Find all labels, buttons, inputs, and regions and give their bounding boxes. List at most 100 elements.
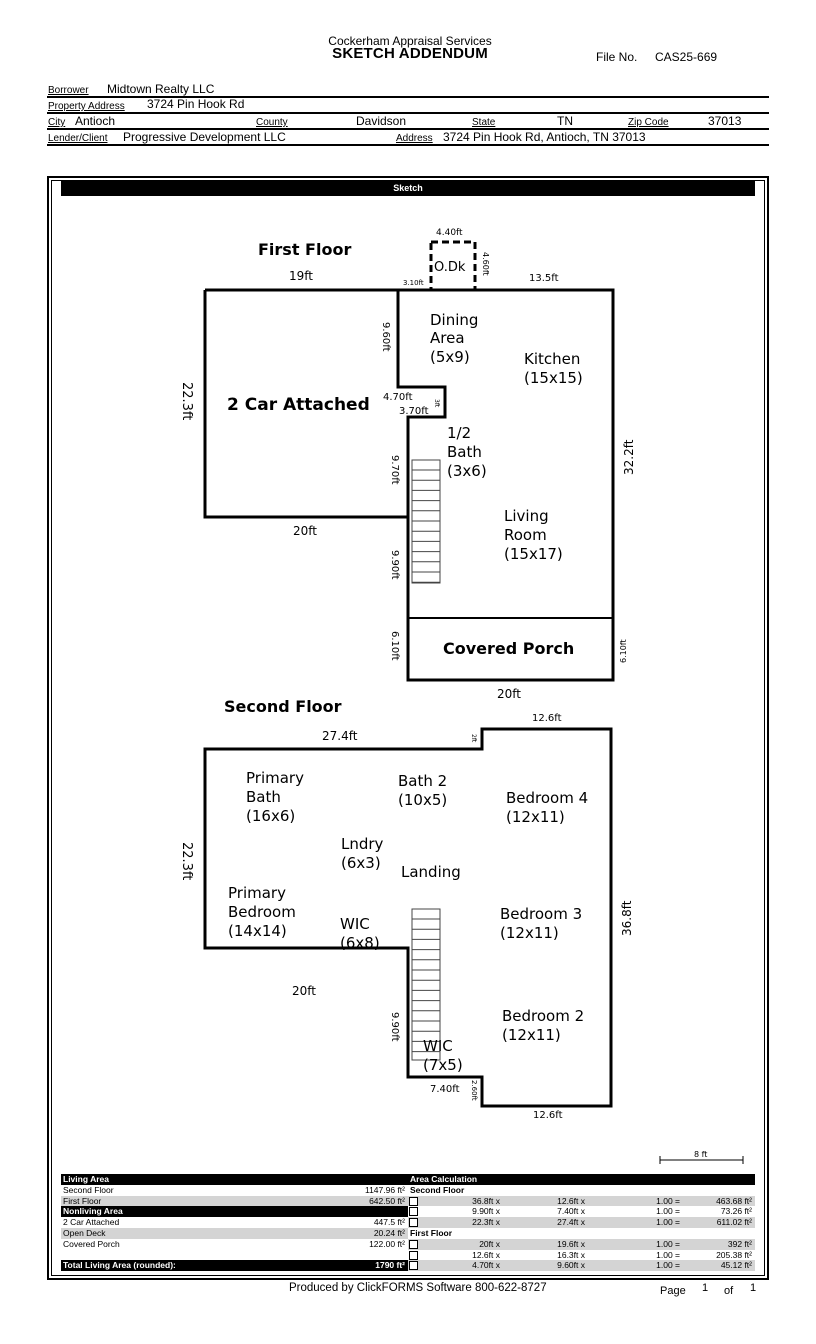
svg-text:Area: Area — [430, 329, 465, 347]
dim-label: 9.90ft — [389, 550, 400, 580]
page-title: SKETCH ADDENDUM — [332, 45, 488, 62]
dim-label: 19ft — [289, 269, 313, 283]
svg-text:(12x11): (12x11) — [500, 924, 559, 942]
checkbox[interactable] — [409, 1250, 418, 1260]
page-count: 1 — [750, 1282, 757, 1294]
garage-outline — [203, 290, 408, 519]
nonliving-area-header: Nonliving Area — [61, 1206, 408, 1218]
dim-label: 2ft — [470, 734, 477, 743]
checkbox[interactable] — [409, 1207, 418, 1217]
svg-text:(14x14): (14x14) — [228, 922, 287, 940]
svg-text:Living: Living — [504, 507, 549, 525]
svg-text:(5x9): (5x9) — [430, 348, 470, 366]
svg-text:Bath 2: Bath 2 — [398, 772, 447, 790]
svg-text:Bedroom: Bedroom — [228, 903, 296, 921]
svg-text:WIC: WIC — [423, 1037, 453, 1055]
checkbox[interactable] — [409, 1239, 418, 1249]
dim-label: 9.90ft — [389, 1012, 400, 1042]
dim-label: 3ft — [433, 399, 440, 408]
page-label: Page — [660, 1285, 686, 1297]
svg-text:Kitchen: Kitchen — [524, 350, 580, 368]
dim-label: 6.10ft — [619, 639, 628, 663]
svg-text:(15x17): (15x17) — [504, 545, 563, 563]
dim-label: 3.10ft — [403, 279, 424, 287]
svg-text:Room: Room — [504, 526, 547, 544]
svg-text:WIC: WIC — [340, 915, 370, 933]
svg-text:Primary: Primary — [246, 769, 304, 787]
file-no-label: File No. — [596, 50, 638, 64]
dim-label: 4.70ft — [383, 392, 413, 403]
zip: 37013 — [708, 114, 742, 128]
calc-group-header: First Floor — [408, 1227, 755, 1239]
dim-label: 12.6ft — [532, 713, 562, 724]
sketch-frame — [47, 176, 769, 1280]
dim-label: 4.40ft — [436, 228, 463, 238]
svg-text:(3x6): (3x6) — [447, 462, 487, 480]
room-bedroom-2: Bedroom 2(12x11) — [502, 1007, 584, 1044]
checkbox[interactable] — [409, 1196, 418, 1206]
first-floor-outline — [205, 288, 615, 682]
room-wic-1: WIC(6x8) — [340, 915, 380, 952]
dim-label: 4.60ft — [481, 252, 490, 276]
borrower: Midtown Realty LLC — [107, 82, 215, 96]
city: Antioch — [75, 114, 116, 128]
dim-label: 27.4ft — [322, 729, 358, 743]
svg-text:(16x6): (16x6) — [246, 807, 295, 825]
sketch-header: Sketch — [61, 181, 755, 196]
svg-text:Bedroom 3: Bedroom 3 — [500, 905, 582, 923]
address-label: Address — [396, 133, 433, 144]
svg-text:Bath: Bath — [246, 788, 281, 806]
dim-label: 12.6ft — [533, 1110, 563, 1121]
svg-text:(12x11): (12x11) — [506, 808, 565, 826]
checkbox[interactable] — [409, 1218, 418, 1228]
stairs-second — [411, 908, 441, 1061]
company-name: Cockerham Appraisal Services — [328, 34, 492, 48]
svg-text:(6x8): (6x8) — [340, 934, 380, 952]
second-floor-outline — [203, 727, 613, 1108]
svg-text:1/2: 1/2 — [447, 424, 471, 442]
stairs-first — [411, 459, 441, 584]
checkbox[interactable] — [409, 1261, 418, 1271]
lender: Progressive Development LLC — [123, 130, 286, 144]
file-no: CAS25-669 — [655, 50, 718, 64]
dim-label: 2.60ft — [470, 1080, 478, 1101]
lender-label: Lender/Client — [48, 133, 108, 144]
calc-group-header: Second Floor — [408, 1184, 755, 1196]
county: Davidson — [356, 114, 407, 128]
of-label: of — [724, 1285, 734, 1297]
svg-text:(7x5): (7x5) — [423, 1056, 463, 1074]
state: TN — [557, 114, 573, 128]
room-laundry: Lndry(6x3) — [341, 835, 384, 872]
open-deck-outline — [429, 240, 477, 292]
svg-text:Bedroom 4: Bedroom 4 — [506, 789, 588, 807]
area-calculation-header: Area Calculation — [408, 1174, 755, 1185]
room-bedroom-3: Bedroom 3(12x11) — [500, 905, 582, 942]
dim-label: 36.8ft — [620, 900, 634, 936]
dim-label: 22.3ft — [179, 382, 194, 420]
svg-text:Dining: Dining — [430, 311, 478, 329]
room-wic-2: WIC(7x5) — [423, 1037, 463, 1074]
total-row: Total Living Area (rounded):1790 ft² — [61, 1260, 408, 1272]
scale-label: 8 ft — [694, 1150, 707, 1159]
property-address-label: Property Address — [48, 101, 125, 112]
dim-label: 32.2ft — [622, 439, 636, 475]
state-label: State — [472, 117, 496, 128]
room-bath-2: Bath 2(10x5) — [398, 772, 447, 809]
room-kitchen: Kitchen(15x15) — [524, 350, 583, 387]
produced-by: Produced by ClickFORMS Software 800-622-… — [289, 1282, 547, 1294]
dim-label: 20ft — [497, 687, 521, 701]
svg-text:Lndry: Lndry — [341, 835, 384, 853]
dim-label: 20ft — [293, 524, 317, 538]
page-number: 1 — [702, 1282, 709, 1294]
svg-text:Bedroom 2: Bedroom 2 — [502, 1007, 584, 1025]
